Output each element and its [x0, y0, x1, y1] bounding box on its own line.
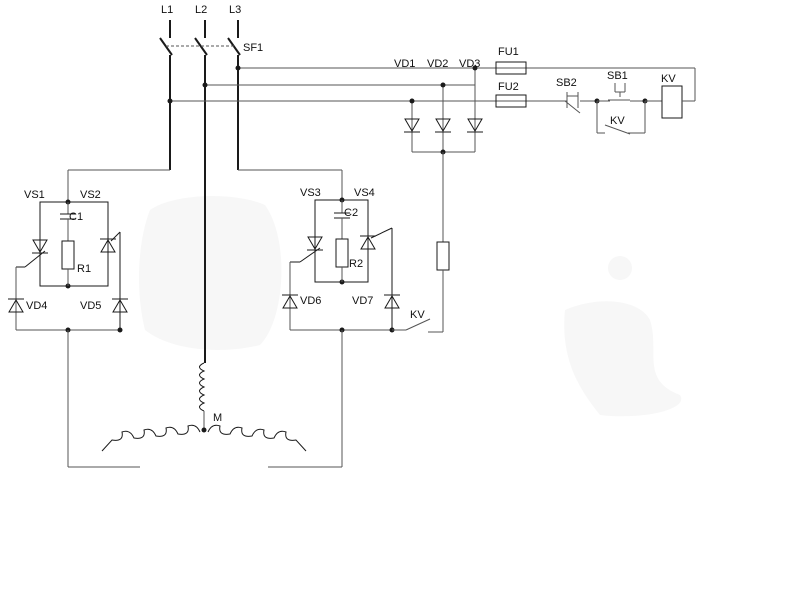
- relay-coil-kv: [661, 85, 683, 119]
- motor: [67, 205, 343, 468]
- label-c1: C1: [69, 211, 83, 223]
- label-l2: L2: [195, 4, 207, 16]
- diode-vd3-symbol: [467, 118, 483, 133]
- junction: [202, 82, 208, 88]
- motor-winding-left: [101, 424, 201, 452]
- diode-vd1-symbol: [404, 118, 420, 133]
- fuse-fu1: [495, 61, 527, 75]
- label-vd2: VD2: [427, 58, 448, 70]
- label-vs3: VS3: [300, 187, 321, 199]
- junction: [167, 98, 173, 104]
- label-kv-coil: KV: [661, 73, 676, 85]
- label-vd5: VD5: [80, 300, 101, 312]
- label-kv-switch: KV: [410, 309, 425, 321]
- tap-lines: [170, 67, 695, 102]
- label-fu1: FU1: [498, 46, 519, 58]
- fuse-fu2: [495, 94, 527, 108]
- right-thyristor-block: [238, 169, 443, 333]
- motor-winding-top: [199, 362, 206, 412]
- control-circuit: [495, 61, 696, 135]
- label-vd1: VD1: [394, 58, 415, 70]
- label-vs2: VS2: [80, 189, 101, 201]
- label-l3: L3: [229, 4, 241, 16]
- label-r2: R2: [349, 258, 363, 270]
- phase-L2: [194, 20, 208, 205]
- label-motor: M: [213, 412, 222, 424]
- label-vd6: VD6: [300, 295, 321, 307]
- label-sb2: SB2: [556, 77, 577, 89]
- label-vd4: VD4: [26, 300, 47, 312]
- junction: [235, 65, 241, 71]
- label-vd7: VD7: [352, 295, 373, 307]
- label-c2: C2: [344, 207, 358, 219]
- label-vd3: VD3: [459, 58, 480, 70]
- phase-L1: [159, 20, 173, 170]
- label-r1: R1: [77, 263, 91, 275]
- label-fu2: FU2: [498, 81, 519, 93]
- labels: L1 L2 L3 SF1 VD1 VD2 VD3 FU1 FU2 SB2 SB1…: [24, 4, 676, 424]
- label-vs4: VS4: [354, 187, 375, 199]
- label-sf1: SF1: [243, 42, 263, 54]
- phase-L3: [227, 20, 241, 170]
- rectifier-bridge: [404, 65, 483, 332]
- diode-vd2-symbol: [435, 118, 451, 133]
- label-l1: L1: [161, 4, 173, 16]
- resistor-symbol: [436, 241, 450, 271]
- label-kv-contact: KV: [610, 115, 625, 127]
- background-smudges: [138, 195, 682, 417]
- label-vs1: VS1: [24, 189, 45, 201]
- motor-winding-right: [207, 424, 307, 452]
- label-sb1: SB1: [607, 70, 628, 82]
